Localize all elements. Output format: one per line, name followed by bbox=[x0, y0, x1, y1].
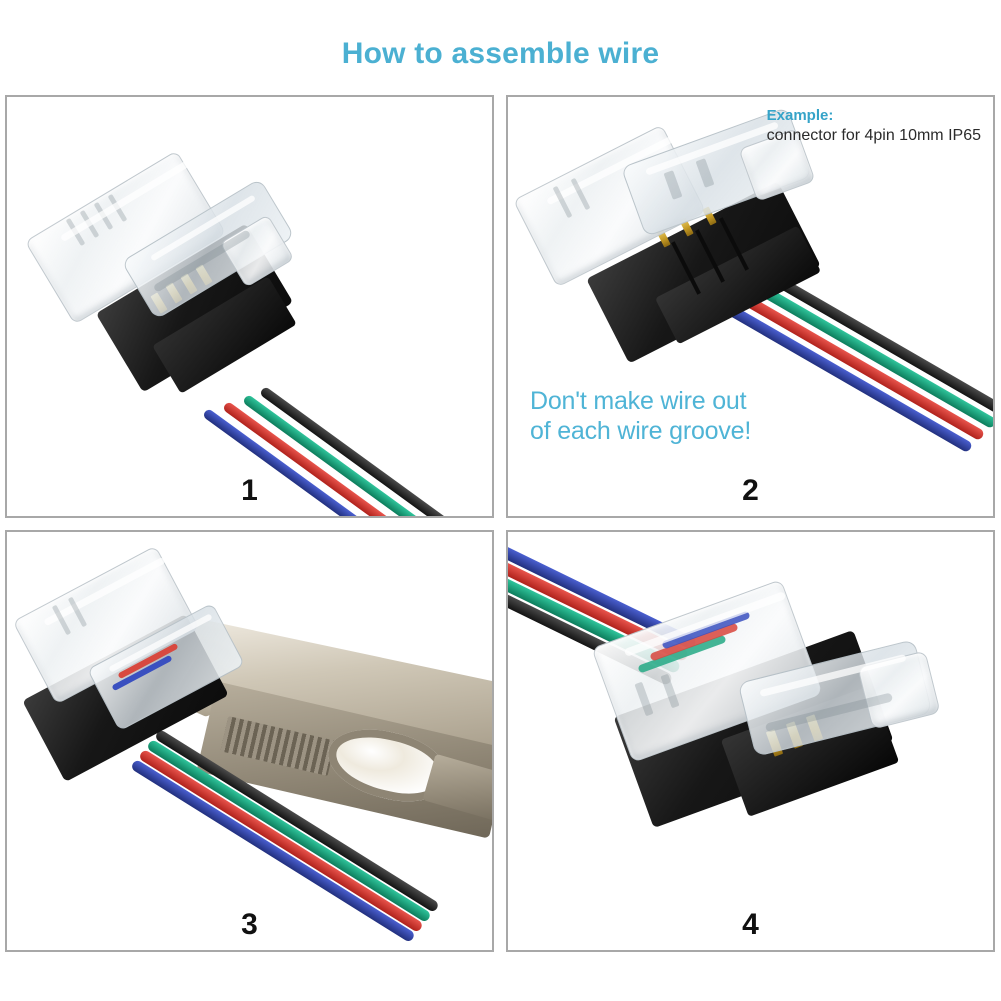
example-label: Example: bbox=[766, 107, 834, 124]
step-1-photo bbox=[7, 97, 492, 516]
step-panel-1: 1 bbox=[5, 95, 494, 518]
step-4-photo bbox=[508, 532, 993, 951]
step-panel-4: 4 bbox=[506, 529, 995, 952]
page-header: How to assemble wire bbox=[0, 0, 1001, 95]
step-number-4: 4 bbox=[742, 908, 759, 941]
step-3-photo bbox=[7, 532, 492, 951]
step-panel-2: Example: connector for 4pin 10mm IP65 Do… bbox=[506, 95, 995, 518]
step-number-2: 2 bbox=[742, 473, 759, 507]
wire-green bbox=[749, 279, 993, 430]
page-title: How to assemble wire bbox=[341, 36, 660, 70]
step-panel-3: 3 bbox=[5, 529, 494, 952]
warning-line-2: of each wire groove! bbox=[530, 416, 752, 445]
step-number-1: 1 bbox=[241, 473, 258, 507]
warning-caption: Don't make wire out of each wire groove! bbox=[530, 387, 751, 446]
warning-line-1: Don't make wire out bbox=[530, 387, 747, 415]
wire-red bbox=[737, 291, 986, 442]
step-number-3: 3 bbox=[241, 908, 258, 941]
steps-grid: 1 Example: connector for 4pin 10mm IP65 … bbox=[5, 95, 995, 952]
example-description: connector for 4pin 10mm IP65 bbox=[766, 126, 981, 144]
step-2-photo bbox=[508, 97, 993, 516]
example-caption: Example: connector for 4pin 10mm IP65 bbox=[767, 107, 981, 147]
